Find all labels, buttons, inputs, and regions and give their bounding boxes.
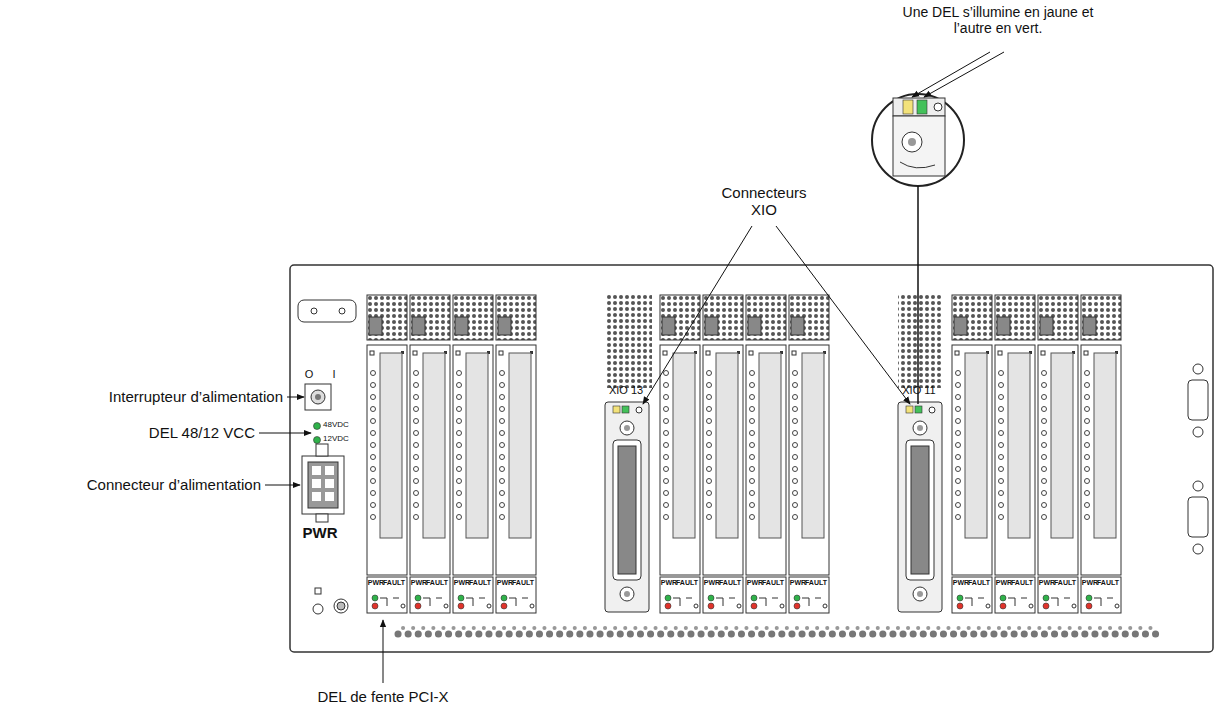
slot-marking: FAULT: [1011, 579, 1033, 587]
callout-label: DEL de fente PCI-X: [317, 688, 448, 705]
slot-marking: PWR: [790, 579, 806, 587]
slot-marking: FAULT: [719, 579, 741, 587]
slot-marking: PWR: [747, 579, 763, 587]
slot-marking: PWR: [996, 579, 1012, 587]
slot-marking: FAULT: [512, 579, 534, 587]
slot-marking: FAULT: [676, 579, 698, 587]
led-marking: 12VDC: [323, 434, 349, 443]
callout-label: Interrupteur d’alimentation: [109, 388, 283, 405]
slot-marking: FAULT: [426, 579, 448, 587]
slot-marking: PWR: [661, 579, 677, 587]
led-marking: 48VDC: [323, 420, 349, 429]
slot-marking: PWR: [454, 579, 470, 587]
slot-marking: PWR: [1039, 579, 1055, 587]
callout-label: DEL 48/12 VCC: [149, 424, 255, 441]
slot-marking: PWR: [411, 579, 427, 587]
panel-marking: XIO 13: [609, 384, 643, 397]
slot-marking: PWR: [497, 579, 513, 587]
slot-marking: PWR: [704, 579, 720, 587]
callout-label: Connecteurs XIO: [712, 184, 816, 219]
slot-marking: FAULT: [968, 579, 990, 587]
panel-marking: XIO 11: [902, 384, 935, 397]
slot-marking: FAULT: [1097, 579, 1119, 587]
slot-marking: PWR: [953, 579, 969, 587]
slot-marking: FAULT: [805, 579, 827, 587]
switch-marking: I: [332, 368, 335, 381]
slot-marking: PWR: [1082, 579, 1098, 587]
slot-marking: FAULT: [469, 579, 491, 587]
callout-label: Une DEL s’illumine en jaune et l’autre e…: [900, 4, 1096, 36]
slot-marking: FAULT: [1054, 579, 1076, 587]
panel-marking: PWR: [303, 524, 338, 541]
slot-marking: FAULT: [762, 579, 784, 587]
switch-marking: O: [305, 368, 314, 381]
slot-marking: PWR: [368, 579, 384, 587]
callout-label: Connecteur d’alimentation: [87, 476, 261, 493]
slot-marking: FAULT: [383, 579, 405, 587]
